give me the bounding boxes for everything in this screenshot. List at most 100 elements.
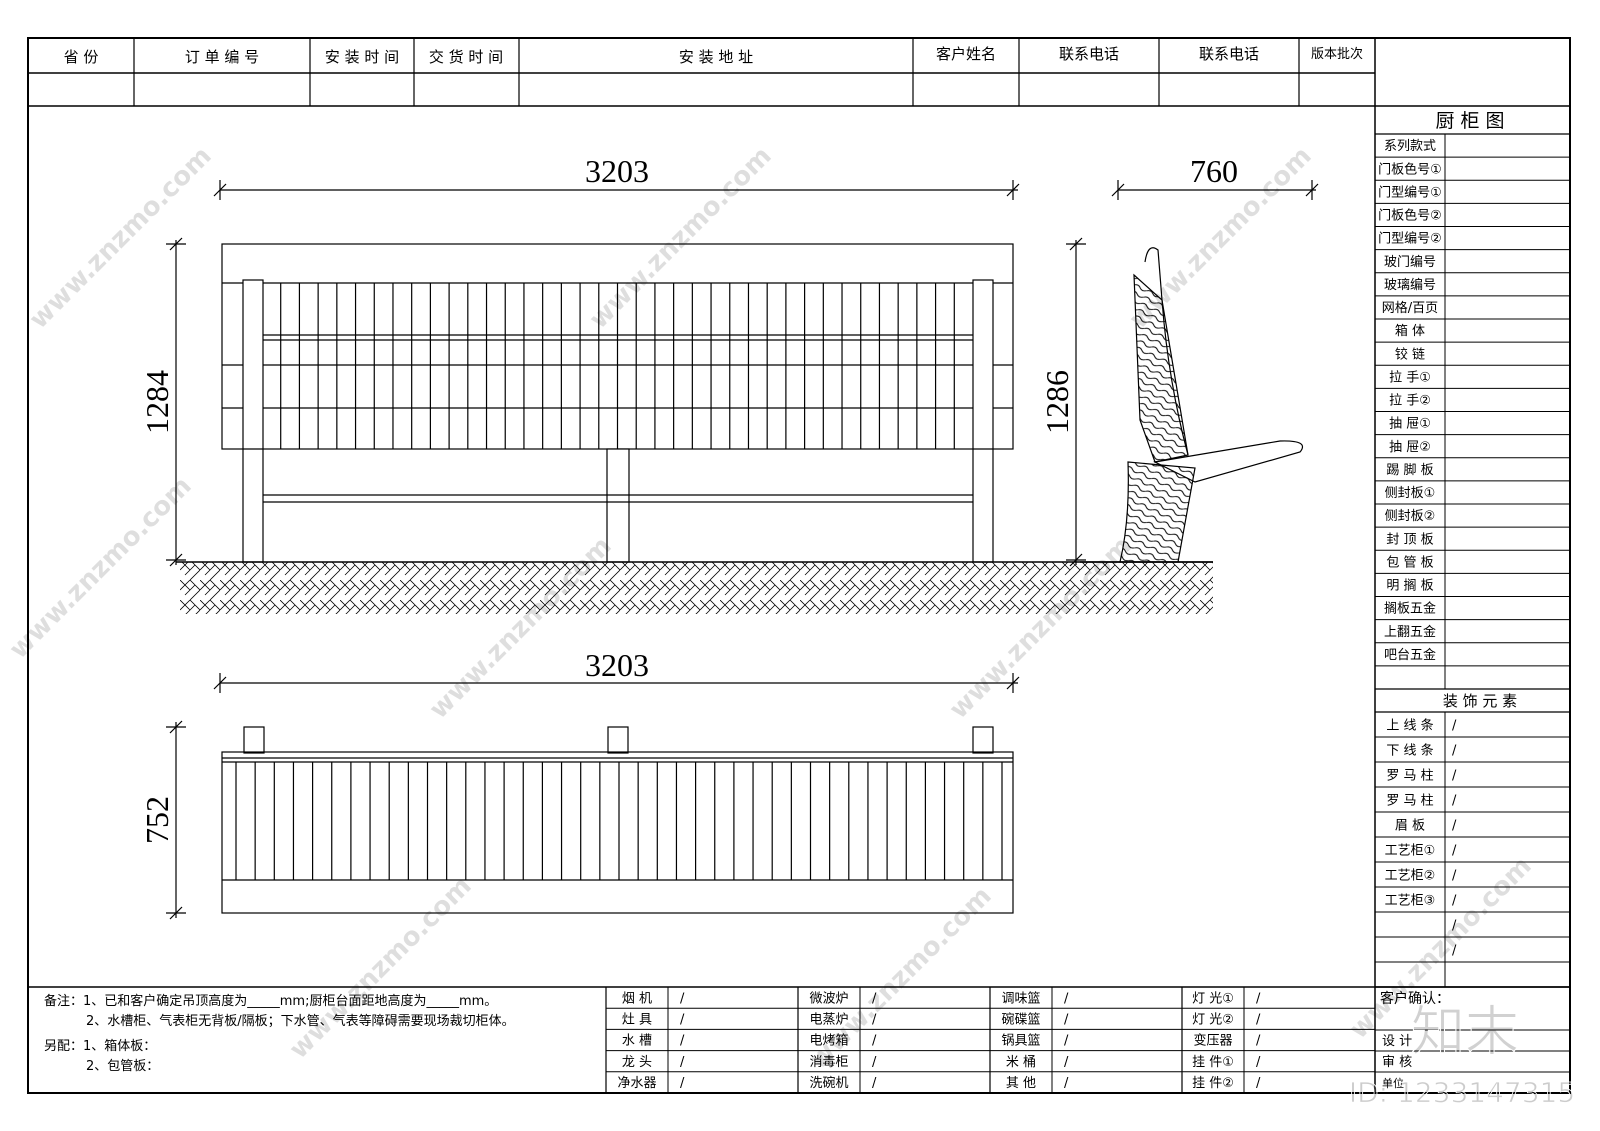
sidebar-row-label: 拉 手① — [1389, 370, 1431, 385]
appliance-label: 灯 光① — [1192, 991, 1234, 1006]
appliance-value: / — [872, 991, 877, 1006]
header-province: 省 份 — [64, 48, 99, 66]
designer-label: 设 计 — [1382, 1034, 1412, 1049]
appliance-label: 碗碟篮 — [1001, 1011, 1040, 1027]
sidebar-row-label: 网格/百页 — [1382, 300, 1438, 316]
decor-row-value: / — [1452, 794, 1457, 809]
appliance-label: 电烤箱 — [809, 1033, 848, 1049]
appliance-value: / — [680, 1034, 685, 1049]
appliance-value: / — [1064, 1012, 1069, 1027]
outer-frame — [27, 37, 1571, 1094]
header-customer-name: 客户姓名 — [936, 45, 996, 63]
header-order-number: 订 单 编 号 — [185, 48, 259, 66]
decor-row-value: / — [1452, 719, 1457, 734]
watermark-id: ID: 1233147315 — [1349, 1076, 1575, 1109]
appliance-value: / — [680, 1055, 685, 1070]
appliance-label: 净水器 — [617, 1076, 656, 1091]
appliance-value: / — [1256, 1034, 1261, 1049]
appliance-value: / — [680, 991, 685, 1006]
decor-title: 装 饰 元 素 — [1443, 692, 1517, 710]
side-width-dimension: 760 — [1190, 153, 1238, 189]
appliance-value: / — [872, 1012, 877, 1027]
appliance-label: 锅具篮 — [1001, 1033, 1040, 1049]
confirm-block: 客户确认： 设 计 审 核 单位 — [1375, 990, 1570, 1090]
sidebar-row-label: 门板色号② — [1378, 208, 1442, 224]
customer-confirm-label: 客户确认： — [1380, 990, 1450, 1007]
appliance-label: 微波炉 — [809, 991, 848, 1006]
appliance-value: / — [1064, 991, 1069, 1006]
appliance-label: 其 他 — [1006, 1076, 1036, 1091]
decor-row-value: / — [1452, 769, 1457, 784]
sidebar-row-label: 包 管 板 — [1386, 555, 1433, 570]
sidebar-row-label: 抽 屉① — [1389, 417, 1431, 432]
appliance-label: 龙 头 — [622, 1055, 652, 1070]
watermark-brand: 知末 — [1411, 1000, 1519, 1063]
sidebar-row-label: 门型编号① — [1378, 185, 1442, 200]
appliance-value: / — [1064, 1055, 1069, 1070]
appliance-label: 米 桶 — [1006, 1055, 1036, 1070]
note-line-3: 另配：1、箱体板： — [44, 1038, 156, 1054]
appliance-value: / — [1256, 1076, 1261, 1091]
appliance-value: / — [680, 1076, 685, 1091]
header-table: 省 份 订 单 编 号 安 装 时 间 交 货 时 间 安 装 地 址 客户姓名… — [28, 38, 1376, 1093]
watermark-text-1: www.znzmo.com — [24, 141, 218, 335]
decor-row-label: 工艺柜③ — [1385, 894, 1436, 909]
plan-width-dimension: 3203 — [585, 647, 649, 683]
header-install-time: 安 装 时 间 — [325, 48, 399, 66]
decor-row-value: / — [1452, 844, 1457, 859]
sidebar-row-label: 门型编号② — [1378, 232, 1442, 247]
appliance-label: 灯 光② — [1192, 1012, 1234, 1027]
note-line-4: 2、包管板： — [86, 1059, 159, 1074]
decor-row-label: 眉 板 — [1395, 819, 1425, 834]
sidebar-row-label: 系列款式 — [1384, 139, 1436, 154]
appliance-label: 变压器 — [1193, 1033, 1232, 1049]
front-width-dimension: 3203 — [585, 153, 649, 189]
front-backrest-slats — [280, 283, 955, 449]
header-install-address: 安 装 地 址 — [679, 48, 753, 66]
sidebar-row-label: 搁板五金 — [1384, 601, 1436, 617]
watermark-text-8: www.znzmo.com — [804, 881, 998, 1075]
decor-row-label: 下 线 条 — [1386, 743, 1433, 759]
decor-row-value: / — [1452, 869, 1457, 884]
appliance-label: 电蒸炉 — [809, 1012, 848, 1027]
sidebar-row-label: 门板色号① — [1378, 161, 1442, 177]
bottom-table: 烟 机/微波炉/调味篮/灯 光①/灶 具/电蒸炉/碗碟篮/灯 光②/水 槽/电烤… — [28, 986, 1570, 1093]
appliance-label: 灶 具 — [622, 1012, 652, 1027]
watermark-text-7: www.znzmo.com — [284, 871, 478, 1065]
front-elevation — [166, 180, 1213, 614]
decor-row-label: 罗 马 柱 — [1386, 794, 1433, 809]
note-line-2: 2、水槽柜、气表柜无背板/隔板；下水管、气表等障碍需要现场裁切柜体。 — [86, 1013, 515, 1029]
sidebar-title: 厨 柜 图 — [1435, 110, 1504, 132]
appliance-value: / — [1256, 1055, 1261, 1070]
sidebar-row-label: 封 顶 板 — [1386, 532, 1433, 547]
appliance-value: / — [872, 1076, 877, 1091]
header-phone-2: 联系电话 — [1199, 45, 1259, 63]
appliance-grid: 烟 机/微波炉/调味篮/灯 光①/灶 具/电蒸炉/碗碟篮/灯 光②/水 槽/电烤… — [606, 987, 1375, 1093]
appliance-label: 消毒柜 — [809, 1055, 848, 1070]
decor-row-value: / — [1452, 944, 1457, 959]
sidebar-row-label: 拉 手② — [1389, 394, 1431, 409]
appliance-label: 挂 件② — [1192, 1076, 1234, 1091]
side-height-dimension: 1286 — [1039, 370, 1075, 434]
sidebar-row-label: 玻璃编号 — [1384, 278, 1436, 293]
appliance-value: / — [872, 1055, 877, 1070]
appliance-value: / — [1064, 1034, 1069, 1049]
appliance-value: / — [680, 1012, 685, 1027]
note-line-1: 备注：1、已和客户确定吊顶高度为_____mm;厨柜台面距地高度为_____mm… — [44, 993, 497, 1009]
appliance-value: / — [872, 1034, 877, 1049]
sidebar-row-label: 抽 屉② — [1389, 440, 1431, 455]
decor-row-value: / — [1452, 894, 1457, 909]
sidebar-row-label: 侧封板① — [1385, 486, 1436, 501]
header-phone-1: 联系电话 — [1059, 45, 1119, 63]
sidebar-row-label: 箱 体 — [1395, 323, 1425, 339]
sidebar-row-label: 铰 链 — [1395, 347, 1425, 362]
sidebar-row-label: 踢 脚 板 — [1386, 462, 1433, 478]
plan-seat-slats — [235, 762, 1003, 880]
decor-row-label: 上 线 条 — [1386, 718, 1433, 734]
decor-row-value: / — [1452, 744, 1457, 759]
front-height-dimension: 1284 — [139, 370, 175, 434]
sidebar-row-label: 玻门编号 — [1384, 255, 1436, 270]
appliance-label: 挂 件① — [1192, 1055, 1234, 1070]
